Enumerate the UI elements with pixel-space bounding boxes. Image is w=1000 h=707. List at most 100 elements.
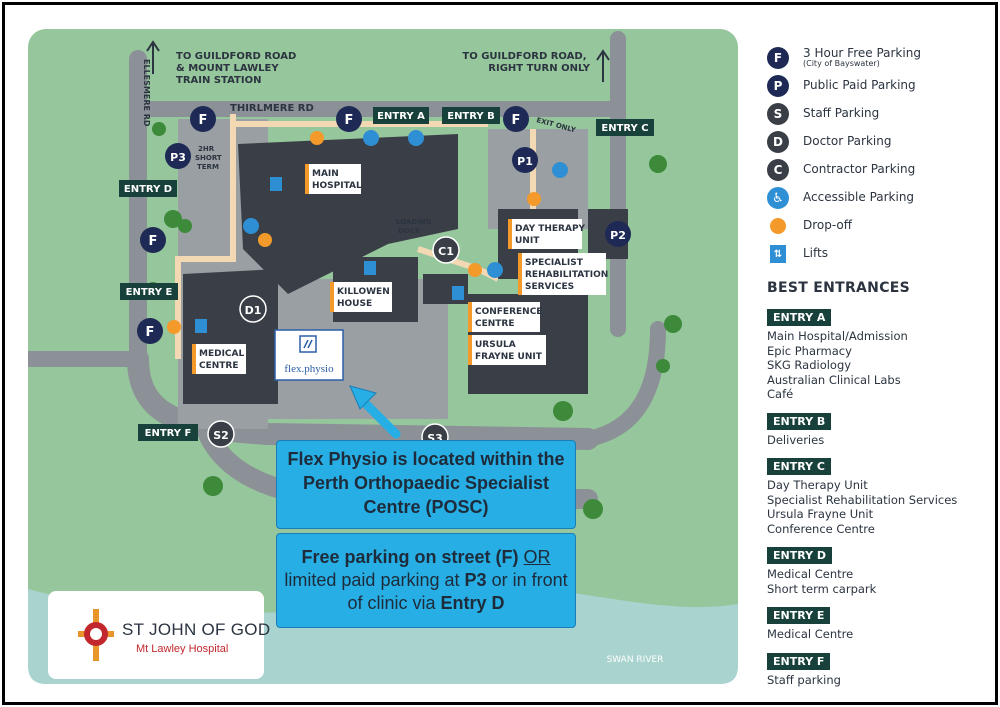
accessible-parking-icon: ♿ <box>767 187 789 209</box>
legend-label: Lifts <box>803 246 828 261</box>
drop-off-icon <box>770 218 786 234</box>
drop-off-icon <box>527 192 541 206</box>
parking-callout-free: Free parking on street (F) <box>301 547 519 567</box>
north-arrow-left-icon <box>146 40 160 74</box>
entry-badge: ENTRY C <box>767 458 831 475</box>
facility-icons <box>167 130 568 334</box>
legend-label: Doctor Parking <box>803 134 892 149</box>
entry-e-tag <box>120 283 178 300</box>
public-paid-parking-icon: P <box>767 75 789 97</box>
hospital-name: ST JOHN OF GOD <box>122 620 271 639</box>
accessible-parking-icon <box>243 218 259 234</box>
hospital-cross-logo-icon <box>78 609 114 661</box>
legend-item-contractor: C Contractor Parking <box>767 156 992 184</box>
entry-line: Staff parking <box>767 672 841 687</box>
entry-line: Ursula Frayne Unit <box>767 507 874 521</box>
entry-a-tag <box>373 107 429 124</box>
contractor-parking-icon: C <box>767 159 789 181</box>
swan-river-label: SWAN RIVER <box>607 655 664 665</box>
legend-label: Contractor Parking <box>803 162 916 177</box>
c1-marker: C1 <box>438 245 454 258</box>
entry-line: Main Hospital/Admission <box>767 329 908 343</box>
parking-callout-or: OR <box>523 547 551 567</box>
lifts-icon: ⇅ <box>770 245 786 263</box>
legend-item-doctor: D Doctor Parking <box>767 128 992 156</box>
free-parking-marker-2: F <box>345 113 354 128</box>
drop-off-icon <box>468 263 482 277</box>
loading-dock-label: LOADING DOCK <box>396 218 434 235</box>
entry-line: Short term carpark <box>767 581 877 596</box>
legend-label: Staff Parking <box>803 106 880 121</box>
p2-marker: P2 <box>610 229 626 242</box>
legend-item-public-paid: P Public Paid Parking <box>767 72 992 100</box>
entry-line: Medical Centre <box>767 567 854 581</box>
direction-right-text: TO GUILDFORD ROAD, RIGHT TURN ONLY <box>462 51 590 74</box>
entry-c-tag <box>596 119 654 136</box>
flex-physio-logo-text: flex.physio <box>284 363 334 375</box>
entry-badge: ENTRY D <box>767 547 833 564</box>
free-parking-marker-4: F <box>149 234 158 249</box>
road-network <box>28 31 666 509</box>
north-arrow-right-icon <box>596 49 610 82</box>
entrance-entry-b: ENTRY B Deliveries <box>767 410 992 448</box>
entry-line: Day Therapy Unit <box>767 478 868 492</box>
entry-line: Australian Clinical Labs <box>767 372 901 387</box>
parking-callout-limited: limited paid parking at <box>284 570 460 590</box>
main-hospital-building <box>238 134 458 294</box>
lifts-icon <box>270 177 282 191</box>
entry-line: Epic Pharmacy <box>767 343 852 358</box>
legend-label: Public Paid Parking <box>803 78 916 93</box>
entrance-entry-f: ENTRY F Staff parking <box>767 650 992 688</box>
legend-label: Accessible Parking <box>803 190 915 205</box>
entry-a-label: ENTRY A <box>377 111 425 122</box>
entry-badge: ENTRY A <box>767 309 832 326</box>
medical-centre-building <box>183 269 278 404</box>
lifts-icon <box>452 286 464 300</box>
legend-item-accessible: ♿ Accessible Parking <box>767 184 992 212</box>
legend-item-staff: S Staff Parking <box>767 100 992 128</box>
accessible-parking-icon <box>487 262 503 278</box>
entry-f-label: ENTRY F <box>145 428 192 439</box>
ellesmere-road-label: ELLESMERE RD <box>142 59 151 127</box>
entry-c-label: ENTRY C <box>601 123 648 134</box>
p3-short-term-note: 2HR SHORT TERM <box>195 145 224 171</box>
legend-item-drop-off: Drop-off <box>767 212 992 240</box>
legend-label: 3 Hour Free Parking <box>803 46 921 60</box>
pointer-arrow-icon <box>349 385 401 439</box>
lifts-icon <box>195 319 207 333</box>
entrance-entry-a: ENTRY A Main Hospital/Admission Epic Pha… <box>767 306 992 402</box>
d1-marker: D1 <box>245 304 262 317</box>
parking-callout-p3: P3 <box>464 570 487 590</box>
entry-d-label: ENTRY D <box>124 184 172 195</box>
entry-b-label: ENTRY B <box>447 111 495 122</box>
free-parking-marker-3: F <box>512 113 521 128</box>
entrance-entry-e: ENTRY E Medical Centre <box>767 604 992 642</box>
staff-parking-icon: S <box>767 103 789 125</box>
entry-line: SKG Radiology <box>767 358 852 372</box>
drop-off-icon <box>167 320 181 334</box>
p1-marker: P1 <box>517 155 533 168</box>
free-parking-marker-1: F <box>199 113 208 128</box>
best-entrances-title: BEST ENTRANCES <box>767 280 911 296</box>
s2-marker: S2 <box>213 429 229 442</box>
free-parking-icon: F <box>767 47 789 69</box>
parking-callout: Free parking on street (F) OR limited pa… <box>276 533 576 628</box>
entry-e-label: ENTRY E <box>126 287 173 298</box>
parking-callout-front: or in front of clinic via <box>347 570 568 613</box>
site-map: TO GUILDFORD ROAD & MOUNT LAWLEY TRAIN S… <box>28 29 738 684</box>
accessible-parking-icon <box>552 162 568 178</box>
hospital-logo-panel: ST JOHN OF GOD Mt Lawley Hospital <box>48 591 270 679</box>
legend-label: Drop-off <box>803 218 853 233</box>
entry-labels: ENTRY A ENTRY B ENTRY C ENTRY D ENTRY E … <box>119 107 654 441</box>
location-callout: Flex Physio is located within the Perth … <box>276 440 576 529</box>
legend-note: (City of Bayswater) <box>803 59 880 69</box>
entry-b-tag <box>442 107 500 124</box>
accessible-parking-icon <box>363 130 379 146</box>
entrance-entry-c: ENTRY C Day Therapy Unit Specialist Reha… <box>767 455 992 536</box>
